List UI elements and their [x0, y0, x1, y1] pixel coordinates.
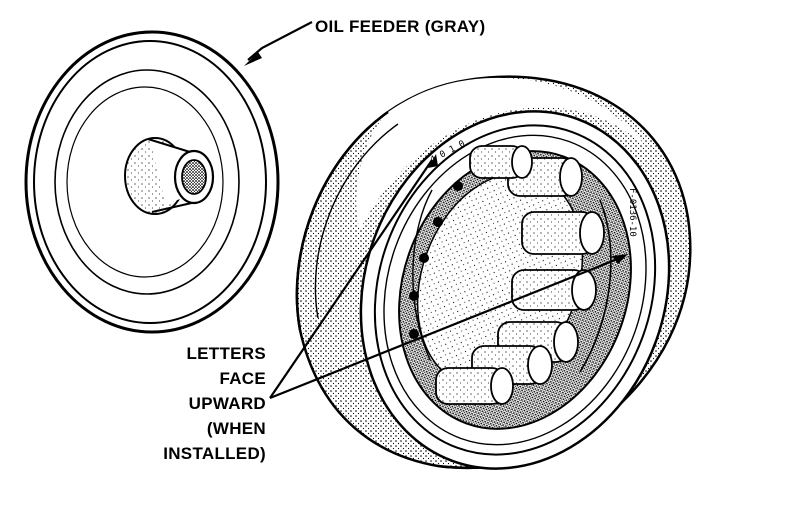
label-line: FACE [219, 369, 266, 388]
oil-feeder-leader [247, 21, 313, 61]
label-line: LETTERS [186, 344, 266, 363]
roller [469, 145, 533, 179]
leader-lines [244, 21, 628, 400]
roller-bearing: 4 0 1 0 F-0136-10 [295, 75, 692, 470]
roller [511, 269, 597, 311]
letters-leader-upper [269, 159, 433, 399]
label-line: UPWARD [189, 394, 266, 413]
label-line: INSTALLED) [163, 444, 266, 463]
roller [435, 367, 514, 405]
oil-feeder-label: OIL FEEDER (GRAY) [315, 17, 485, 36]
roller [521, 211, 605, 255]
oil-feeder-disc [24, 30, 280, 334]
bearing-marking-right: F-0136-10 [627, 188, 637, 237]
label-line: (WHEN [207, 419, 266, 438]
cage-pockets [409, 181, 463, 339]
oil-feeder-hub [124, 137, 215, 215]
letters-face-upward-label: LETTERS FACE UPWARD (WHEN INSTALLED) [163, 344, 266, 463]
letters-leader-right [269, 256, 621, 400]
